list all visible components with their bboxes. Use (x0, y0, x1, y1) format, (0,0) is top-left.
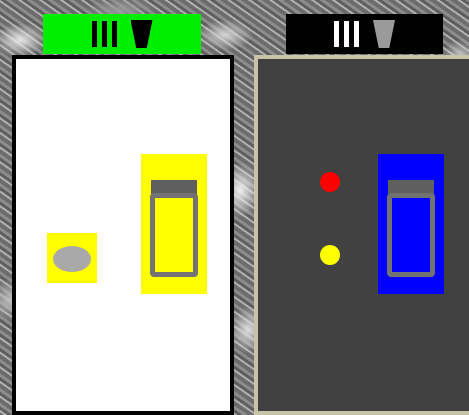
yellow-dot-icon[interactable] (320, 245, 340, 265)
capsule-icon (53, 246, 91, 272)
left-status-bar (43, 14, 201, 54)
red-dot-icon[interactable] (320, 172, 340, 192)
jar-icon (150, 193, 198, 277)
cup-icon (373, 20, 395, 48)
tally-icon (92, 21, 117, 47)
jar-tile[interactable] (378, 154, 444, 294)
cup-icon (131, 20, 153, 48)
jar-lid-icon (151, 180, 197, 194)
jar-tile[interactable] (141, 154, 207, 294)
jar-lid-icon (388, 180, 434, 194)
left-panel[interactable] (12, 55, 234, 415)
jar-icon (387, 193, 435, 277)
right-status-bar (286, 14, 443, 54)
tally-icon (334, 21, 359, 47)
right-panel[interactable] (254, 55, 469, 415)
